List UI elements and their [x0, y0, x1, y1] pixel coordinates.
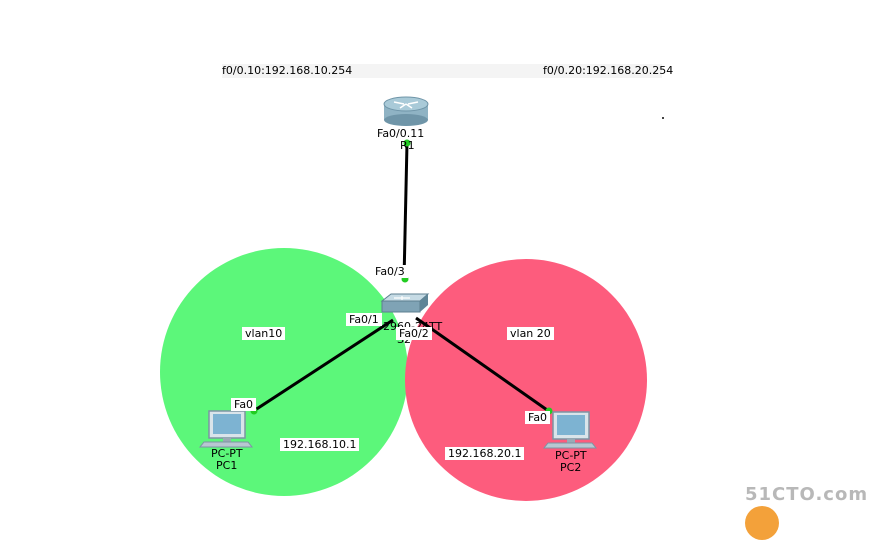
watermark-site: 51CTO.com: [745, 484, 869, 505]
router-subif-20-label: f0/0.20:192.168.20.254: [543, 64, 674, 77]
link-s2-pc1[interactable]: [251, 318, 394, 414]
port-dot-r1: [403, 139, 411, 147]
router-port-label: Fa0/0.11: [377, 127, 425, 140]
pc2-port-label: Fa0: [525, 411, 551, 424]
link-r1-s2[interactable]: [402, 142, 409, 281]
switch-port-up-label: Fa0/3: [372, 265, 408, 278]
pc1-name: PC1: [216, 459, 238, 472]
vlan10-label: vlan10: [242, 327, 286, 340]
pc1-port-label: Fa0: [231, 398, 257, 411]
pc1-icon[interactable]: [198, 410, 254, 448]
pc2-ip-label: 192.168.20.1: [445, 447, 525, 460]
switch-port-left-label: Fa0/1: [346, 313, 382, 326]
pc2-type-label: PC-PT: [555, 449, 587, 462]
vlan20-area[interactable]: [405, 259, 647, 501]
watermark-brand: 创新互联: [787, 518, 863, 539]
pc1-type-label: PC-PT: [211, 447, 243, 460]
pc2-name: PC2: [560, 461, 582, 474]
watermark-logo-icon: [745, 506, 779, 540]
switch-port-right-label: Fa0/2: [396, 327, 432, 340]
header-strip: [222, 64, 662, 78]
router-name: R1: [400, 139, 415, 152]
vlan10-area[interactable]: [160, 248, 408, 496]
pc2-icon[interactable]: [542, 411, 598, 449]
pc1-ip-label: 192.168.10.1: [280, 438, 360, 451]
router-subif-10-label: f0/0.10:192.168.10.254: [222, 64, 353, 77]
switch-icon[interactable]: [380, 293, 430, 313]
vlan20-label: vlan 20: [507, 327, 554, 340]
link-s2-pc2[interactable]: [415, 316, 551, 414]
router-icon[interactable]: [383, 96, 429, 126]
tick-mark: [662, 117, 664, 119]
